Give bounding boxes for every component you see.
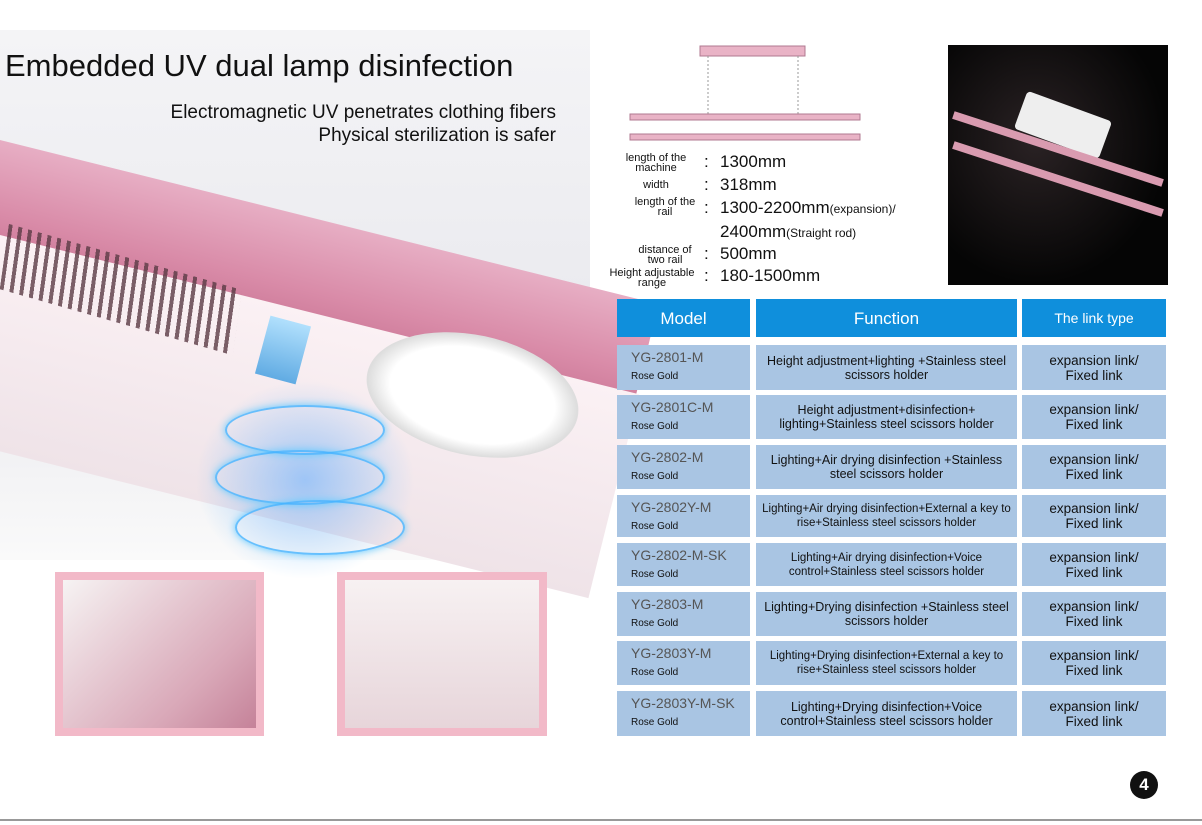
colon: : [704,152,709,171]
spec-label: Height adjustable range [609,267,695,289]
model-cell: YG-2801C-M Rose Gold [617,395,750,439]
model-cell: YG-2802-M-SK Rose Gold [617,543,750,586]
link-type-cell: expansion link/ Fixed link [1022,592,1166,636]
function-cell: Lighting+Drying disinfection+Voice contr… [756,691,1017,736]
colon: : [704,266,709,285]
link-type-cell: expansion link/ Fixed link [1022,395,1166,439]
model-color: Rose Gold [631,521,679,532]
link-type-cell: expansion link/ Fixed link [1022,495,1166,537]
link-type-cell: expansion link/ Fixed link [1022,345,1166,390]
uv-ring [225,405,385,455]
function-cell: Lighting+Drying disinfection +Stainless … [756,592,1017,636]
model-cell: YG-2802-M Rose Gold [617,445,750,489]
page-title: Embedded UV dual lamp disinfection [5,48,514,83]
model-name: YG-2802-M-SK [631,547,727,563]
spec-label: distance of two rail [638,244,692,266]
model-color: Rose Gold [631,667,679,678]
model-name: YG-2802Y-M [631,499,712,515]
model-color: Rose Gold [631,371,679,382]
model-color: Rose Gold [631,421,679,432]
lamp-underside-photo [337,572,547,736]
link-type-cell: expansion link/ Fixed link [1022,445,1166,489]
spec-value: 2400mm(Straight rod) [720,222,857,241]
function-cell: Height adjustment+lighting +Stainless st… [756,345,1017,390]
model-cell: YG-2802Y-M Rose Gold [617,495,750,537]
spec-value: 180-1500mm [720,266,821,285]
link-type-cell: expansion link/ Fixed link [1022,641,1166,685]
uv-ring [215,450,385,505]
uv-ring [235,500,405,555]
product-photo-dark [948,45,1168,285]
model-name: YG-2801C-M [631,399,714,415]
model-color: Rose Gold [631,569,679,580]
product-drawing [629,45,861,141]
colon: : [704,175,709,194]
link-type-cell: expansion link/ Fixed link [1022,691,1166,736]
link-type-cell: expansion link/ Fixed link [1022,543,1166,586]
scissor-holder-photo [55,572,264,736]
model-name: YG-2803-M [631,596,704,612]
model-cell: YG-2803Y-M Rose Gold [617,641,750,685]
model-cell: YG-2803Y-M-SK Rose Gold [617,691,750,736]
model-name: YG-2803Y-M [631,645,712,661]
header-link-type: The link type [1022,299,1166,337]
page-number: 4 [1130,771,1158,799]
bottom-divider [0,819,1202,821]
model-name: YG-2803Y-M-SK [631,695,735,711]
model-cell: YG-2803-M Rose Gold [617,592,750,636]
model-name: YG-2801-M [631,349,704,365]
model-color: Rose Gold [631,618,679,629]
function-cell: Lighting+Air drying disinfection +Stainl… [756,445,1017,489]
spec-label: length of the rail [634,196,696,218]
spec-label: length of the machine [625,152,687,174]
model-color: Rose Gold [631,471,679,482]
spec-value: 1300-2200mm(expansion)/ [720,198,896,217]
model-cell: YG-2801-M Rose Gold [617,345,750,390]
spec-value: 1300mm [720,152,787,171]
subtitle-line: Physical sterilization is safer [318,125,556,146]
function-cell: Lighting+Air drying disinfection+Externa… [756,495,1017,537]
spec-label: width [643,179,669,191]
model-color: Rose Gold [631,717,679,728]
spec-value: 318mm [720,175,777,194]
colon: : [704,198,709,217]
model-name: YG-2802-M [631,449,704,465]
function-cell: Lighting+Drying disinfection+External a … [756,641,1017,685]
header-function: Function [756,299,1017,337]
spec-value: 500mm [720,244,777,263]
function-cell: Height adjustment+disinfection+ lighting… [756,395,1017,439]
colon: : [704,244,709,263]
subtitle-line: Electromagnetic UV penetrates clothing f… [170,102,556,123]
function-cell: Lighting+Air drying disinfection+Voice c… [756,543,1017,586]
header-model: Model [617,299,750,337]
